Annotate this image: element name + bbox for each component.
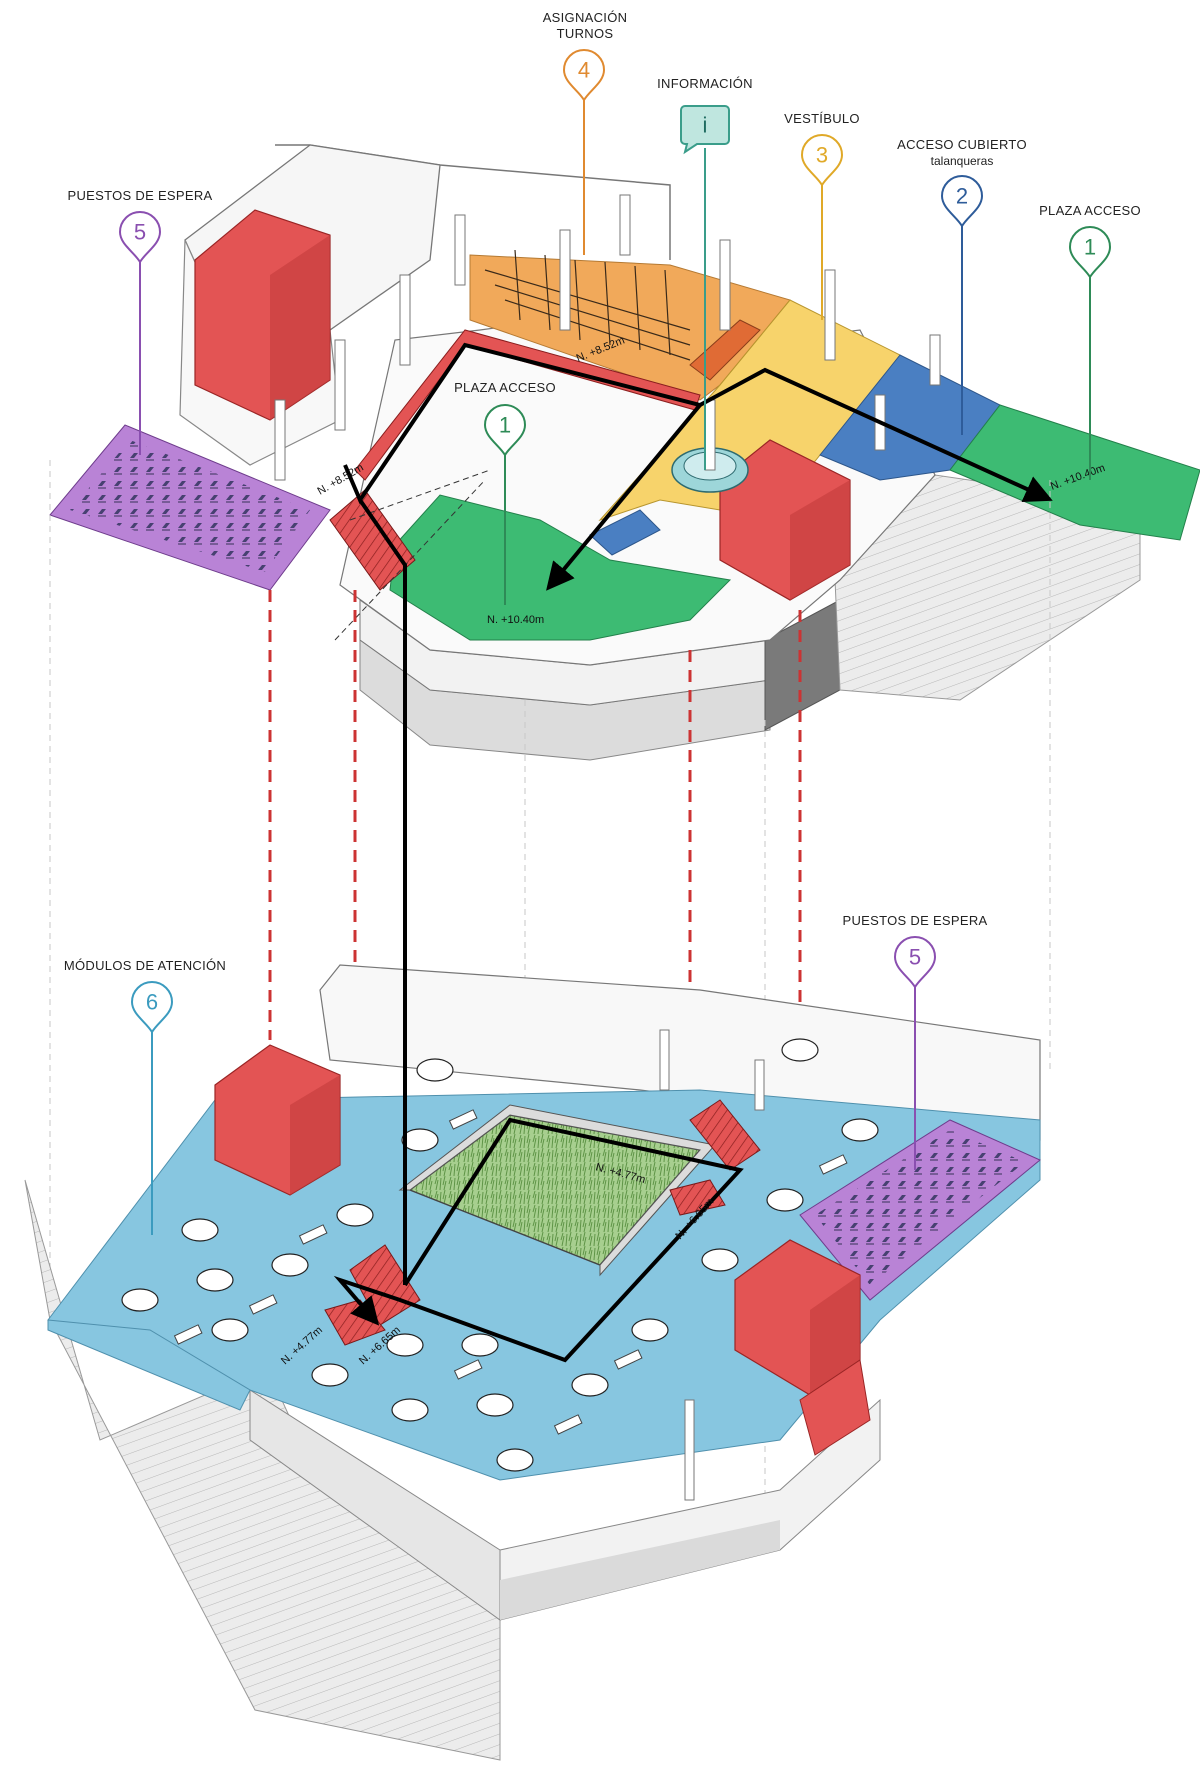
upper-floor	[49, 144, 1200, 761]
lower-left-wing	[47, 1319, 251, 1411]
marker-number: 2	[956, 184, 968, 209]
module	[181, 1218, 219, 1242]
circulation-path	[333, 342, 1053, 1363]
module	[336, 1203, 374, 1227]
marker-pin-shape	[800, 134, 844, 187]
benches	[173, 1109, 848, 1435]
marker-info-bubble: i	[680, 105, 730, 470]
lower-stair-core-right-front	[810, 1275, 860, 1395]
module	[121, 1288, 159, 1312]
marker-pin-shape	[483, 404, 527, 457]
path-upper-1	[343, 342, 704, 591]
label-vestibulo: VESTÍBULO	[784, 111, 860, 126]
module	[781, 1038, 819, 1062]
label-turnos: TURNOS	[557, 26, 614, 41]
labels: ASIGNACIÓN TURNOS INFORMACIÓN VESTÍBULO …	[64, 10, 1141, 973]
marker-3-pin: 3	[800, 134, 844, 320]
lower-slab-front-grey	[500, 1520, 780, 1620]
module	[461, 1333, 499, 1357]
marker-1-center-pin: 1	[483, 404, 527, 605]
label-modulos-atencion: MÓDULOS DE ATENCIÓN	[64, 958, 226, 973]
module	[386, 1333, 424, 1357]
marker-pin-shape	[893, 936, 937, 989]
module	[571, 1373, 609, 1397]
label-plaza-acceso-center: PLAZA ACCESO	[454, 380, 556, 395]
module	[476, 1393, 514, 1417]
lower-stairs-right	[689, 1099, 761, 1171]
turnos-counter	[689, 319, 761, 381]
label-informacion: INFORMACIÓN	[657, 76, 753, 91]
path-lower-loop	[333, 1117, 744, 1363]
module	[271, 1253, 309, 1277]
marker-number: 5	[134, 220, 146, 245]
module	[496, 1448, 534, 1472]
marker-5-top-pin: 5	[118, 211, 162, 455]
label-acceso-cubierto: ACCESO CUBIERTO	[897, 137, 1027, 152]
seats-bottom	[815, 1130, 1025, 1285]
seats-top	[70, 440, 310, 572]
lower-columns	[659, 1029, 765, 1501]
upper-columns	[274, 194, 941, 481]
marker-5-bottom-pin: 5	[893, 936, 937, 1170]
attention-modules	[121, 1038, 879, 1472]
turnos-queue-rails	[484, 249, 691, 361]
marker-4-pin: 4	[562, 49, 606, 255]
marker-number: 4	[578, 58, 590, 83]
module	[311, 1363, 349, 1387]
zone-plaza-acceso-right	[949, 404, 1200, 541]
module	[401, 1128, 439, 1152]
lower-stair-core-strip	[799, 1359, 871, 1456]
upper-elevator-front	[270, 235, 330, 420]
lower-back-rooms	[319, 964, 1041, 1141]
marker-pin-shape	[130, 981, 174, 1034]
marker-6-pin: 6	[130, 981, 174, 1235]
marker-2-pin: 2	[940, 175, 984, 435]
upper-stairs-left	[329, 489, 416, 591]
info-marker-letter: i	[703, 113, 708, 138]
module	[766, 1188, 804, 1212]
marker-pin-shape	[1068, 226, 1112, 279]
marker-pin-shape	[940, 175, 984, 228]
marker-pin-shape	[118, 211, 162, 264]
lower-stairs-right-low	[669, 1179, 726, 1216]
markers: 4 3 2 1 1 5 5 6 i	[118, 49, 1112, 1235]
lower-floor	[24, 964, 1041, 1761]
upper-dash-edge-2	[349, 469, 491, 521]
path-upper-2	[699, 367, 1053, 502]
upper-dash-edge-1	[334, 479, 486, 641]
upper-stair-core-right-front	[790, 480, 850, 600]
marker-1-right-pin: 1	[1068, 226, 1112, 480]
marker-pin-shape	[562, 49, 606, 102]
marker-number: 3	[816, 143, 828, 168]
module	[196, 1268, 234, 1292]
module	[841, 1118, 879, 1142]
marker-number: 5	[909, 945, 921, 970]
level-1040-center: N. +10.40m	[487, 614, 544, 626]
path-upper-vertical	[358, 498, 407, 1285]
module	[631, 1318, 669, 1342]
module	[416, 1058, 454, 1082]
info-bubble-shape	[680, 105, 730, 155]
courtyard-rim	[398, 1104, 716, 1277]
marker-number: 1	[1084, 235, 1096, 260]
marker-number: 1	[499, 413, 511, 438]
module	[391, 1398, 429, 1422]
label-puestos-espera-top: PUESTOS DE ESPERA	[67, 188, 212, 203]
module	[701, 1248, 739, 1272]
lower-elevator-core-front	[290, 1075, 340, 1195]
label-talanqueras: talanqueras	[931, 154, 994, 168]
label-plaza-acceso-right: PLAZA ACCESO	[1039, 203, 1141, 218]
module	[211, 1318, 249, 1342]
marker-number: 6	[146, 990, 158, 1015]
label-puestos-espera-bottom: PUESTOS DE ESPERA	[842, 913, 987, 928]
zone-acceso-small	[589, 509, 661, 556]
label-asignacion: ASIGNACIÓN	[543, 10, 628, 25]
